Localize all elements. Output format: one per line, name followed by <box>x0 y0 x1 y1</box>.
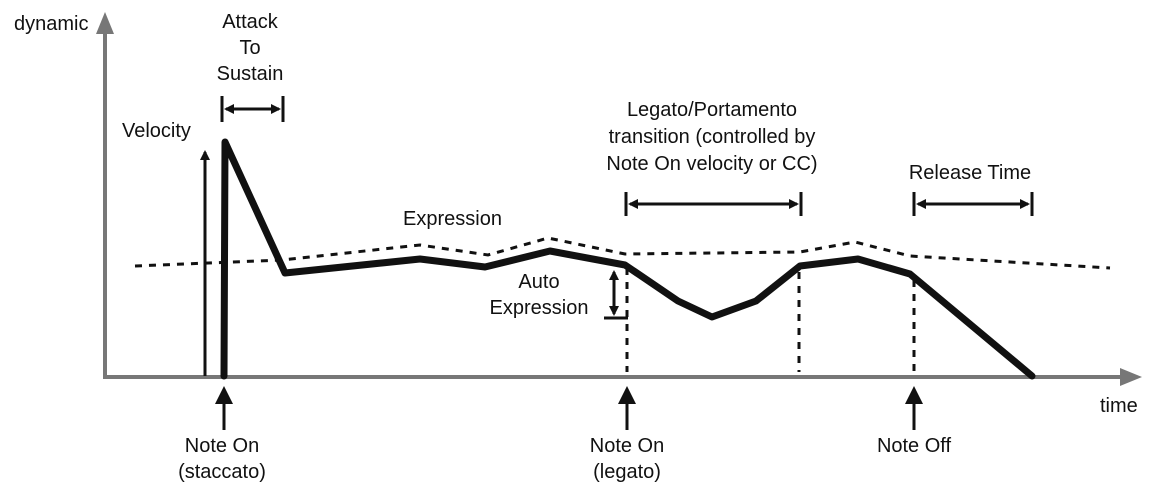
legato-label-line3: Note On velocity or CC) <box>606 153 817 175</box>
expression-label: Expression <box>403 208 502 230</box>
axes <box>96 12 1142 386</box>
y-axis-label: dynamic <box>14 13 88 35</box>
envelope-curve <box>220 138 1036 380</box>
note-on-staccato-label-line2: (staccato) <box>178 461 266 483</box>
velocity-label: Velocity <box>122 120 191 142</box>
y-axis-arrowhead <box>96 12 114 34</box>
auto-expression-bracket <box>604 270 628 320</box>
attack-bracket <box>220 96 285 122</box>
event-arrows <box>215 386 923 430</box>
note-on-staccato-label-line1: Note On <box>185 435 259 457</box>
attack-label-line2: To <box>239 37 260 59</box>
attack-label-line1: Attack <box>222 11 279 33</box>
x-axis-label: time <box>1100 395 1138 417</box>
note-off-label: Note Off <box>877 435 952 457</box>
note-on-legato-label-line2: (legato) <box>593 461 661 483</box>
release-time-label: Release Time <box>909 162 1031 184</box>
legato-label-line1: Legato/Portamento <box>627 99 797 121</box>
release-bracket <box>912 192 1034 216</box>
x-axis-arrowhead <box>1120 368 1142 386</box>
attack-label-line3: Sustain <box>217 63 284 85</box>
note-on-legato-label-line1: Note On <box>590 435 664 457</box>
auto-expression-label-line1: Auto <box>518 271 559 293</box>
auto-expression-label-line2: Expression <box>490 297 589 319</box>
legato-label-line2: transition (controlled by <box>609 126 816 148</box>
legato-bracket <box>624 192 803 216</box>
expression-dashed-curve <box>134 236 1111 270</box>
